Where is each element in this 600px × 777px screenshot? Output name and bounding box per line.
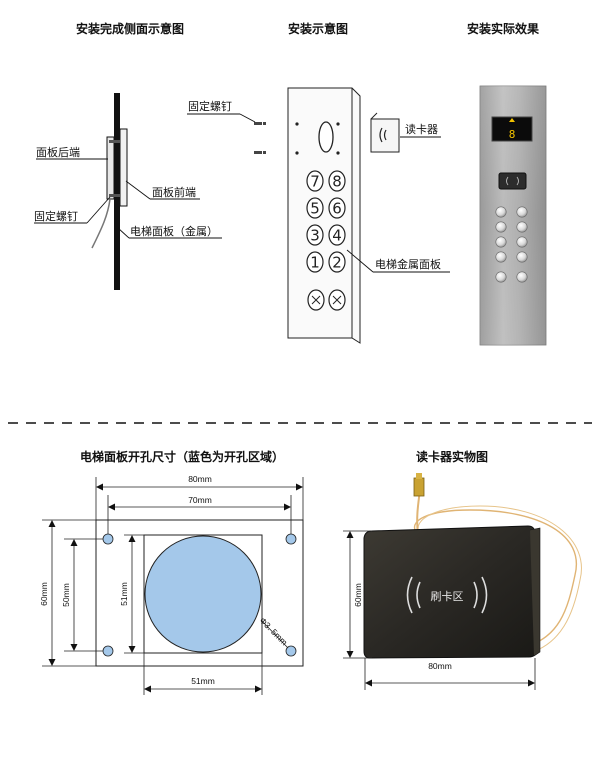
- cutout-outer-rect: [95, 519, 304, 667]
- panel-photo-button: [516, 221, 528, 233]
- keypad-button: [306, 224, 324, 246]
- panel-reader-window: [318, 121, 334, 153]
- keypad-button: [306, 197, 324, 219]
- dim-hole-span: 70mm: [188, 495, 212, 505]
- keypad-digit: 5: [310, 200, 320, 218]
- reader-photo-title: 读卡器实物图: [416, 449, 488, 464]
- cutout-screw-hole: [102, 645, 114, 657]
- loose-screws: [254, 122, 266, 154]
- dim-inner-height: 51mm: [119, 582, 129, 606]
- panel-photo-button: [495, 206, 507, 218]
- label-fixing-screw-side: 固定螺钉: [34, 209, 78, 223]
- cutout-screw-hole: [285, 533, 297, 545]
- reader-body: [363, 525, 537, 659]
- dim-hole-height: 50mm: [61, 583, 71, 607]
- panel-photo-button: [516, 206, 528, 218]
- dim-inner-width: 51mm: [191, 676, 215, 686]
- screw-bottom: [109, 194, 120, 197]
- panel-photo-door-button: [495, 271, 507, 283]
- panel-photo-button: [516, 236, 528, 248]
- label-panel-front: 面板前端: [152, 185, 196, 199]
- install-view-title: 安装示意图: [288, 21, 348, 36]
- dim-reader-height: 60mm: [353, 583, 363, 607]
- reader-face-label: 刷卡区: [431, 590, 464, 603]
- reader-cable-side: [91, 198, 111, 249]
- dim-outer-width: 80mm: [188, 474, 212, 484]
- label-metal-panel: 电梯金属面板: [375, 257, 441, 271]
- panel-photo-button: [495, 236, 507, 248]
- keypad-digit: 8: [332, 173, 342, 191]
- cutout-drawing: 80mm 70mm 60mm 50mm 51mm 51mm Φ3. 5mm: [39, 474, 304, 695]
- actual-view-title: 安装实际效果: [467, 21, 539, 36]
- actual-view-photo: 8: [479, 85, 547, 346]
- panel-screw-hole: [295, 122, 299, 126]
- label-elevator-panel-side: 电梯面板（金属）: [130, 224, 218, 238]
- reader-photo: 刷卡区 60mm 80mm: [343, 473, 582, 690]
- keypad-button: [328, 251, 346, 273]
- installed-reader-face: [498, 172, 527, 190]
- panel-screw-hole: [336, 151, 340, 155]
- keypad-digit: 4: [332, 227, 342, 245]
- panel-photo-button: [495, 251, 507, 263]
- label-fixing-screw-install: 固定螺钉: [188, 99, 232, 113]
- cutout-screw-hole: [285, 645, 297, 657]
- floor-display-number: 8: [509, 128, 516, 141]
- antenna-connector: [413, 477, 425, 497]
- keypad-digit: 2: [332, 254, 342, 272]
- reader-front-plate: [119, 128, 128, 207]
- cutout-main-hole: [144, 535, 262, 653]
- reader-back-body: [106, 136, 115, 200]
- keypad-button: [328, 224, 346, 246]
- keypad-button: [306, 251, 324, 273]
- panel-photo-button: [516, 251, 528, 263]
- keypad-button: [328, 170, 346, 192]
- panel-screw-hole: [295, 151, 299, 155]
- keypad-button: [306, 170, 324, 192]
- label-panel-back: 面板后端: [36, 145, 80, 159]
- elevator-metal-panel-side: [114, 93, 120, 290]
- panel-photo-button: [495, 221, 507, 233]
- panel-screw-hole: [336, 122, 340, 126]
- dim-outer-height: 60mm: [39, 582, 49, 606]
- keypad-digit: 3: [310, 227, 320, 245]
- side-view-diagram: 面板后端 面板前端 固定螺钉 电梯面板（金属）: [34, 93, 222, 290]
- cutout-inner-rect: [143, 534, 263, 654]
- keypad-digit: 1: [310, 254, 320, 272]
- label-card-reader: 读卡器: [405, 122, 438, 136]
- side-view-title: 安装完成侧面示意图: [76, 21, 184, 36]
- cutout-title: 电梯面板开孔尺寸（蓝色为开孔区域）: [80, 449, 284, 464]
- panel-photo-door-button: [516, 271, 528, 283]
- panel-buttons: [495, 206, 528, 283]
- cutout-screw-hole: [102, 533, 114, 545]
- keypad-digit: 7: [310, 173, 320, 191]
- screw-top: [109, 140, 120, 143]
- keypad-button: [328, 197, 346, 219]
- keypad-digit: 6: [332, 200, 342, 218]
- dim-reader-width: 80mm: [428, 661, 452, 671]
